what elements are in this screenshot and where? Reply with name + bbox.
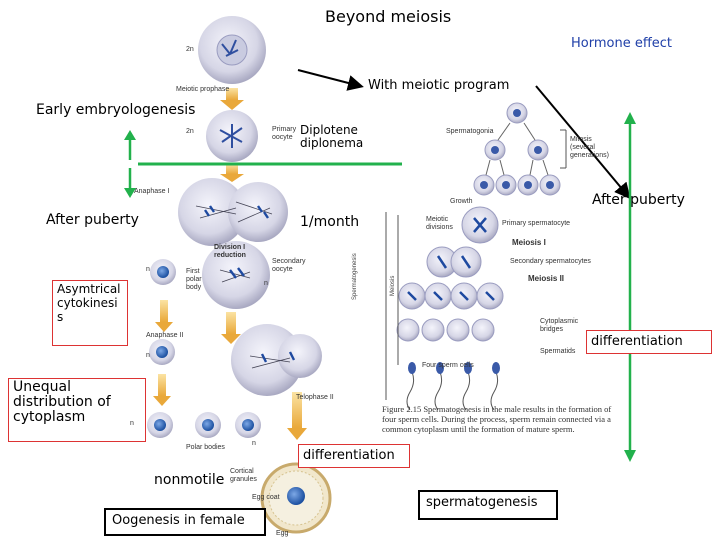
sp-cytoplasmic-bridges: Cytoplasmic bridges: [540, 318, 579, 333]
oo-meiotic-prophase: Meiotic prophase: [176, 86, 230, 93]
sp-mitosis: Mitosis (several generations): [570, 136, 609, 159]
secondary-oocyte: [202, 241, 270, 309]
oo-n-2: n: [264, 280, 268, 287]
sp-spermatogonia: Spermatogonia: [446, 128, 494, 135]
spermatogenesis-figure: [385, 102, 567, 411]
oo-division-1: Division I reduction: [214, 244, 246, 259]
oo-2n-top: 2n: [186, 46, 194, 53]
oo-secondary-oocyte: Secondary oocyte: [272, 258, 306, 273]
arrow-to-after-puberty: [535, 85, 631, 200]
green-down-arrow-head: [124, 188, 136, 198]
oo-anaphase-2: Anaphase II: [146, 332, 184, 339]
oo-telophase-2: Telophase II: [296, 394, 334, 401]
unequal-distribution-box: Unequal distribution of cytoplasm: [8, 378, 146, 442]
oogenesis-figure: [147, 16, 332, 534]
anaphase1-cell-a: [178, 178, 246, 246]
sp-primary-spermatocyte: Primary spermatocyte: [502, 220, 571, 227]
sp-axis-spermatogenesis: Spermatogenesis: [352, 253, 358, 300]
oogenesis-box: Oogenesis in female: [104, 508, 266, 536]
differentiation-right-box: differentiation: [586, 330, 712, 354]
early-embryogenesis-label: Early embryologenesis: [36, 102, 196, 118]
oo-anaphase-1: Anaphase I: [134, 188, 170, 195]
sp-meiosis-2: Meiosis II: [528, 274, 565, 283]
differentiation-center-box: differentiation: [298, 444, 410, 468]
green-up-arrow-head: [124, 130, 136, 140]
sp-four-sperm-cells: Four sperm cells: [422, 362, 474, 369]
spermatogenesis-label: spermatogenesis: [426, 495, 538, 510]
after-puberty-left-label: After puberty: [46, 212, 139, 228]
diplotene-label: Diplotene diplonema: [300, 123, 364, 150]
arrow-to-meiotic-program: [297, 69, 364, 91]
oo-cortical-granules: Cortical granules: [230, 468, 257, 483]
meiotic-program-label: With meiotic program: [368, 78, 510, 93]
oo-n-4: n: [130, 420, 134, 427]
oo-egg: Egg: [276, 530, 289, 537]
sp-secondary-spermatocytes: Secondary spermatocytes: [510, 258, 591, 265]
sp-meiotic-divisions: Meiotic divisions: [426, 216, 453, 231]
oo-n-3: n: [146, 352, 150, 359]
nonmotile-label: nonmotile: [154, 472, 225, 488]
spermatogenesis-box: spermatogenesis: [418, 490, 558, 520]
figure-caption: Figure 2.15 Spermatogenesis in the male …: [382, 404, 612, 434]
anaphase1-cell-b: [228, 182, 288, 242]
oo-primary-oocyte: Primary oocyte: [272, 126, 297, 141]
oogenesis-label: Oogenesis in female: [112, 513, 245, 528]
oo-first-polar-body: First polar body: [186, 268, 202, 291]
oo-polar-bodies: Polar bodies: [186, 444, 225, 451]
differentiation-right-label: differentiation: [591, 334, 683, 349]
after-puberty-right-label: After puberty: [592, 192, 685, 208]
per-month-label: 1/month: [300, 214, 360, 230]
oo-egg-coat: Egg coat: [252, 494, 280, 501]
annotation-arrows: [124, 69, 636, 462]
sp-spermatids: Spermatids: [540, 348, 576, 355]
differentiation-center-label: differentiation: [303, 448, 395, 463]
sp-meiosis-1: Meiosis I: [512, 238, 546, 247]
unequal-distribution-label: Unequal distribution of cytoplasm: [13, 379, 111, 425]
oo-n-1: n: [146, 266, 150, 273]
asymmetrical-cytokinesis-label: Asymtrical cytokinesi s: [57, 282, 121, 324]
hormone-effect-label: Hormone effect: [571, 36, 673, 51]
oo-n-5: n: [252, 440, 256, 447]
oo-2n-mid: 2n: [186, 128, 194, 135]
sp-axis-meiosis: Meiosis: [390, 275, 396, 296]
slide-title: Beyond meiosis: [325, 7, 452, 26]
asymmetrical-cytokinesis-box: Asymtrical cytokinesi s: [52, 280, 128, 346]
sp-growth: Growth: [450, 198, 473, 205]
